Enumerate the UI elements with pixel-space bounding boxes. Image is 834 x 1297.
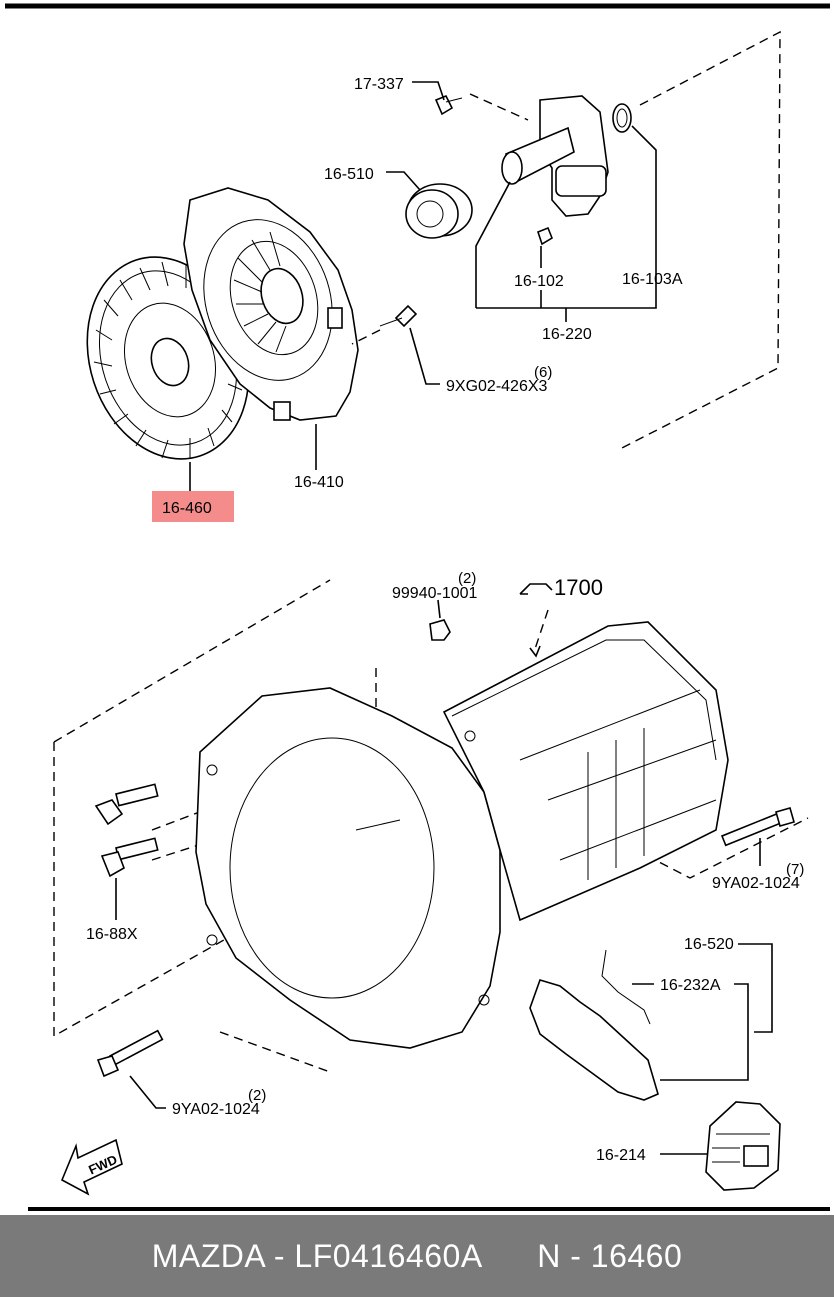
fork-boot	[705, 1101, 781, 1191]
leader-lines-top	[189, 81, 657, 492]
label-16-460[interactable]: 16-460	[162, 500, 212, 517]
reference-hand-icon	[519, 583, 553, 595]
leader-lines-bottom	[115, 599, 773, 1155]
label-16-103a: 16-103A	[622, 271, 683, 288]
qty-7: (7)	[786, 861, 804, 878]
label-9ya02-1024-right: 9YA02-1024	[712, 875, 800, 892]
nut	[429, 619, 451, 641]
cover-bolt	[379, 304, 418, 328]
label-9ya02-1024-left: 9YA02-1024	[172, 1101, 260, 1118]
qty-6: (6)	[534, 364, 552, 381]
label-16-102: 16-102	[514, 273, 564, 290]
label-16-410: 16-410	[294, 474, 344, 491]
highlight-box	[152, 491, 234, 522]
label-16-88x: 16-88X	[86, 926, 138, 943]
release-collar	[434, 94, 632, 246]
label-16-220: 16-220	[542, 326, 592, 343]
label-99940-1001: 99940-1001	[392, 585, 478, 602]
transmission-case	[195, 621, 729, 1049]
label-16-232a: 16-232A	[660, 977, 721, 994]
qty-2-bottom: (2)	[248, 1087, 266, 1104]
parts-diagram: 17-337 16-510 16-102 16-103A 16-220 (6) …	[5, 3, 830, 1211]
clutch-group-outline	[617, 30, 781, 451]
release-fork	[529, 949, 659, 1101]
label-16-214: 16-214	[596, 1147, 646, 1164]
label-16-520: 16-520	[684, 936, 734, 953]
transmission-bolts	[96, 807, 795, 1078]
clutch-cover	[183, 187, 359, 421]
label-9xg02-426x3: 9XG02-426X3	[446, 378, 548, 395]
label-17-337: 17-337	[354, 76, 404, 93]
qty-2-top: (2)	[458, 570, 476, 587]
footer-text: MAZDA - LF0416460A N - 16460	[151, 1237, 683, 1274]
fwd-arrow-icon: FWD	[60, 1138, 123, 1196]
dowel-studs	[94, 783, 159, 878]
label-1700: 1700	[554, 575, 603, 600]
footer-bar: MAZDA - LF0416460A N - 16460	[0, 1215, 834, 1297]
release-bearing	[405, 183, 473, 239]
label-16-510: 16-510	[324, 166, 374, 183]
